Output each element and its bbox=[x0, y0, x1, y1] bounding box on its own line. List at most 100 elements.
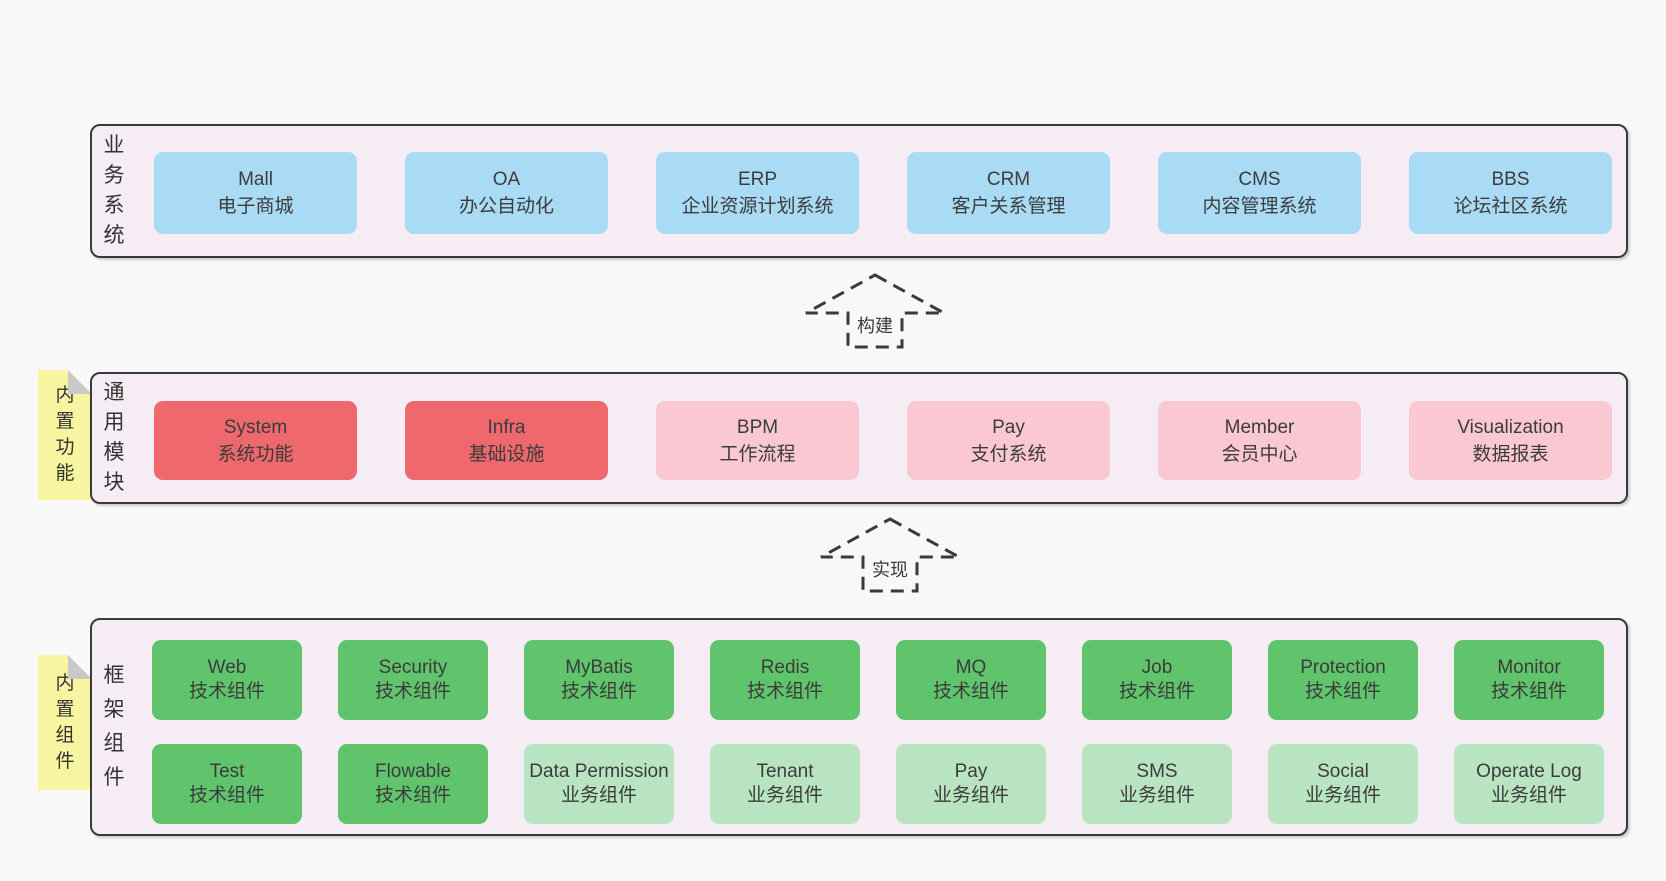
up-arrow-icon bbox=[805, 273, 945, 349]
sticky-tag-builtin-components: 内置组件 bbox=[38, 655, 92, 790]
box-title: Member bbox=[1224, 416, 1295, 438]
box-title: CRM bbox=[986, 169, 1031, 190]
box-subtitle: 支付系统 bbox=[970, 443, 1047, 465]
box-data-permission: Data Permission 业务组件 bbox=[524, 744, 674, 824]
box-pay-component: Pay 业务组件 bbox=[896, 744, 1046, 824]
box-subtitle: 技术组件 bbox=[1304, 681, 1381, 702]
box-title: Operate Log bbox=[1476, 761, 1582, 782]
box-title: BBS bbox=[1491, 169, 1530, 190]
box-title: MQ bbox=[955, 657, 987, 678]
box-flowable: Flowable 技术组件 bbox=[338, 744, 488, 824]
box-title: Flowable bbox=[374, 761, 452, 782]
box-subtitle: 内容管理系统 bbox=[1202, 196, 1317, 217]
box-operate-log: Operate Log 业务组件 bbox=[1454, 744, 1604, 824]
tag-text: 内置功能 bbox=[55, 385, 75, 484]
box-subtitle: 技术组件 bbox=[560, 681, 637, 702]
box-title: ERP bbox=[737, 169, 778, 190]
box-system: System 系统功能 bbox=[154, 401, 357, 480]
box-pay: Pay 支付系统 bbox=[907, 401, 1110, 480]
box-title: Web bbox=[207, 657, 247, 678]
box-redis: Redis 技术组件 bbox=[710, 640, 860, 720]
common-modules-band: 通用模块 System 系统功能 Infra 基础设施 BPM 工作流程 Pay… bbox=[90, 372, 1628, 504]
box-monitor: Monitor 技术组件 bbox=[1454, 640, 1604, 720]
box-subtitle: 会员中心 bbox=[1221, 443, 1298, 465]
box-title: BPM bbox=[736, 416, 779, 438]
box-oa: OA 办公自动化 bbox=[405, 152, 608, 234]
implement-arrow-label: 实现 bbox=[869, 556, 911, 582]
box-subtitle: 办公自动化 bbox=[458, 196, 554, 217]
box-subtitle: 技术组件 bbox=[188, 681, 265, 702]
band-label-components: 框架组件 bbox=[99, 620, 129, 834]
box-subtitle: 企业资源计划系统 bbox=[681, 196, 834, 217]
band-label-text: 通用模块 bbox=[103, 381, 125, 494]
box-mall: Mall 电子商城 bbox=[154, 152, 357, 234]
band-label-business: 业务系统 bbox=[99, 126, 129, 256]
box-subtitle: 业务组件 bbox=[932, 785, 1009, 806]
box-web: Web 技术组件 bbox=[152, 640, 302, 720]
business-systems-band: 业务系统 Mall 电子商城 OA 办公自动化 ERP 企业资源计划系统 CRM… bbox=[90, 124, 1628, 258]
box-crm: CRM 客户关系管理 bbox=[907, 152, 1110, 234]
box-erp: ERP 企业资源计划系统 bbox=[656, 152, 859, 234]
band-label-text: 业务系统 bbox=[103, 134, 125, 247]
box-protection: Protection 技术组件 bbox=[1268, 640, 1418, 720]
box-mybatis: MyBatis 技术组件 bbox=[524, 640, 674, 720]
box-title: System bbox=[223, 416, 288, 438]
box-cms: CMS 内容管理系统 bbox=[1158, 152, 1361, 234]
box-title: Pay bbox=[954, 761, 988, 782]
box-subtitle: 论坛社区系统 bbox=[1453, 196, 1568, 217]
box-subtitle: 工作流程 bbox=[719, 443, 796, 465]
box-subtitle: 技术组件 bbox=[188, 785, 265, 806]
box-test: Test 技术组件 bbox=[152, 744, 302, 824]
box-sms: SMS 业务组件 bbox=[1082, 744, 1232, 824]
box-title: Data Permission bbox=[529, 761, 669, 782]
box-title: Infra bbox=[487, 416, 526, 438]
tag-text: 内置组件 bbox=[55, 672, 75, 772]
box-title: Monitor bbox=[1497, 657, 1561, 678]
box-subtitle: 技术组件 bbox=[374, 681, 451, 702]
box-subtitle: 业务组件 bbox=[1304, 785, 1381, 806]
band-label-modules: 通用模块 bbox=[99, 374, 129, 502]
box-subtitle: 技术组件 bbox=[1118, 681, 1195, 702]
box-security: Security 技术组件 bbox=[338, 640, 488, 720]
box-bbs: BBS 论坛社区系统 bbox=[1409, 152, 1612, 234]
box-title: SMS bbox=[1136, 761, 1178, 782]
box-title: Security bbox=[378, 657, 448, 678]
box-mq: MQ 技术组件 bbox=[896, 640, 1046, 720]
band-label-text: 框架组件 bbox=[103, 664, 125, 789]
box-title: Test bbox=[209, 761, 245, 782]
box-subtitle: 技术组件 bbox=[374, 785, 451, 806]
box-title: Redis bbox=[760, 657, 810, 678]
implement-arrow: 实现 bbox=[818, 516, 962, 594]
sticky-tag-builtin-features: 内置功能 bbox=[38, 370, 92, 500]
up-arrow-icon bbox=[820, 517, 960, 593]
build-arrow-label: 构建 bbox=[854, 312, 896, 338]
box-subtitle: 技术组件 bbox=[746, 681, 823, 702]
box-subtitle: 系统功能 bbox=[217, 443, 294, 465]
folded-corner-icon bbox=[68, 655, 92, 679]
folded-corner-icon bbox=[68, 370, 92, 394]
box-subtitle: 技术组件 bbox=[932, 681, 1009, 702]
box-bpm: BPM 工作流程 bbox=[656, 401, 859, 480]
box-title: Mall bbox=[238, 169, 273, 190]
box-title: Pay bbox=[992, 416, 1025, 438]
box-subtitle: 业务组件 bbox=[1118, 785, 1195, 806]
box-subtitle: 业务组件 bbox=[560, 785, 637, 806]
box-title: OA bbox=[492, 169, 521, 190]
box-infra: Infra 基础设施 bbox=[405, 401, 608, 480]
box-tenant: Tenant 业务组件 bbox=[710, 744, 860, 824]
box-subtitle: 数据报表 bbox=[1472, 443, 1549, 465]
box-title: Protection bbox=[1300, 657, 1386, 678]
box-title: Social bbox=[1317, 761, 1369, 782]
framework-components-band: 框架组件 Web 技术组件 Security 技术组件 MyBatis 技术组件… bbox=[90, 618, 1628, 836]
box-visualization: Visualization 数据报表 bbox=[1409, 401, 1612, 480]
box-subtitle: 技术组件 bbox=[1490, 681, 1567, 702]
box-subtitle: 基础设施 bbox=[468, 443, 545, 465]
box-job: Job 技术组件 bbox=[1082, 640, 1232, 720]
box-subtitle: 客户关系管理 bbox=[951, 196, 1066, 217]
build-arrow: 构建 bbox=[803, 272, 947, 350]
box-title: MyBatis bbox=[565, 657, 633, 678]
box-social: Social 业务组件 bbox=[1268, 744, 1418, 824]
box-title: Tenant bbox=[756, 761, 814, 782]
box-title: CMS bbox=[1238, 169, 1281, 190]
box-subtitle: 业务组件 bbox=[746, 785, 823, 806]
